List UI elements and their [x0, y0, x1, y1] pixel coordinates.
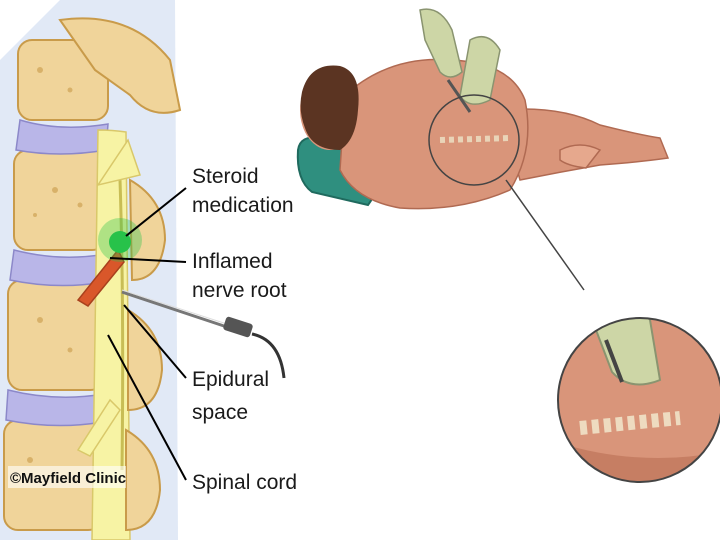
- copyright-text: ©Mayfield Clinic: [10, 470, 126, 487]
- gloved-hand: [419, 8, 463, 78]
- patient-illustration: [296, 8, 720, 483]
- label-epidural-line2: space: [192, 401, 248, 424]
- label-spinal-cord: Spinal cord: [192, 471, 297, 494]
- label-inflamed-line1: Inflamed: [192, 250, 273, 273]
- spinous-process: [58, 17, 182, 114]
- patient-torso: [339, 58, 529, 210]
- lamina: [128, 178, 167, 282]
- zoomed-detail: [558, 318, 720, 482]
- steroid-medication: [109, 231, 131, 253]
- leader-line-epidural: [123, 304, 187, 379]
- needle-small: [446, 79, 472, 113]
- label-steroid-line1: Steroid: [192, 165, 259, 188]
- patient-foot: [559, 144, 602, 169]
- lamina: [127, 308, 164, 412]
- patient-spine-marks: [439, 135, 511, 143]
- zoom-line: [505, 179, 585, 291]
- copyright-backdrop: [8, 466, 126, 488]
- vertebral-body: [13, 149, 107, 251]
- label-epidural-line1: Epidural: [192, 368, 269, 391]
- nerve-root: [96, 138, 141, 187]
- needle-shaft-highlight: [121, 289, 231, 326]
- epidural-space: [118, 179, 125, 471]
- leader-line-cord: [107, 334, 187, 481]
- magnifier-circle-large: [557, 317, 720, 483]
- label-steroid-line2: medication: [192, 194, 294, 217]
- leader-line-steroid: [125, 187, 187, 237]
- zoomed-spine-marks: [579, 411, 681, 435]
- syringe-hub: [223, 316, 253, 338]
- spine-diagram: Steroid medication Inflamed nerve root E…: [0, 0, 297, 540]
- nerve-root: [76, 398, 121, 457]
- lamina: [125, 428, 162, 532]
- leader-line-inflamed: [109, 257, 187, 263]
- syringe-tube: [251, 332, 286, 379]
- patient-hair: [300, 65, 359, 150]
- gloved-hand: [459, 35, 501, 105]
- needle-zoomed: [604, 339, 624, 383]
- label-inflamed-line2: nerve root: [192, 279, 287, 302]
- needle-shaft: [121, 290, 231, 330]
- bone-texture: [27, 67, 83, 483]
- magnifier-circle-small: [428, 94, 520, 186]
